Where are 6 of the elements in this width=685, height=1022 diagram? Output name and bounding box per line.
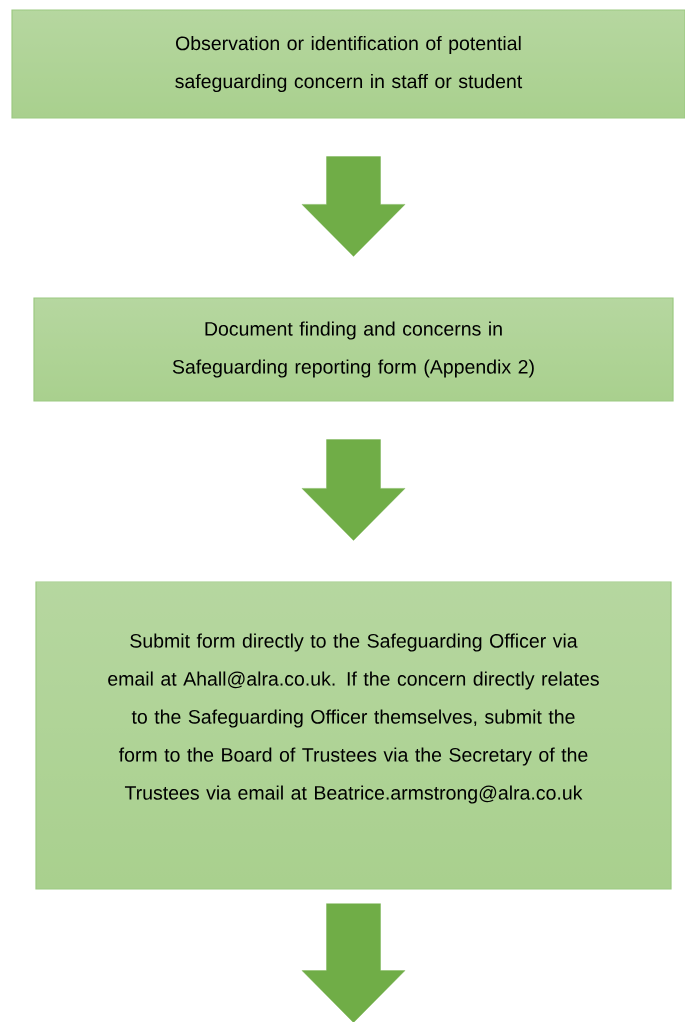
process-box: Submit form directly to the Safeguarding Officer via email at Ahall@alra.co.uk. If the concern directly relates to the Safeguarding Officer themselves, submit the form to the Board of Trustees via the Secretary of the Trustees via email at Beatrice.armstrong@alra.co.uk bbox=[35, 581, 672, 890]
process-box: Observation or identification of potential safeguarding concern in staff or student bbox=[11, 9, 685, 119]
arrow bbox=[301, 903, 406, 1022]
arrow bbox=[301, 439, 406, 541]
process-box: Document finding and concerns in Safeguarding reporting form (Appendix 2) bbox=[33, 297, 674, 402]
arrow bbox=[301, 156, 406, 257]
